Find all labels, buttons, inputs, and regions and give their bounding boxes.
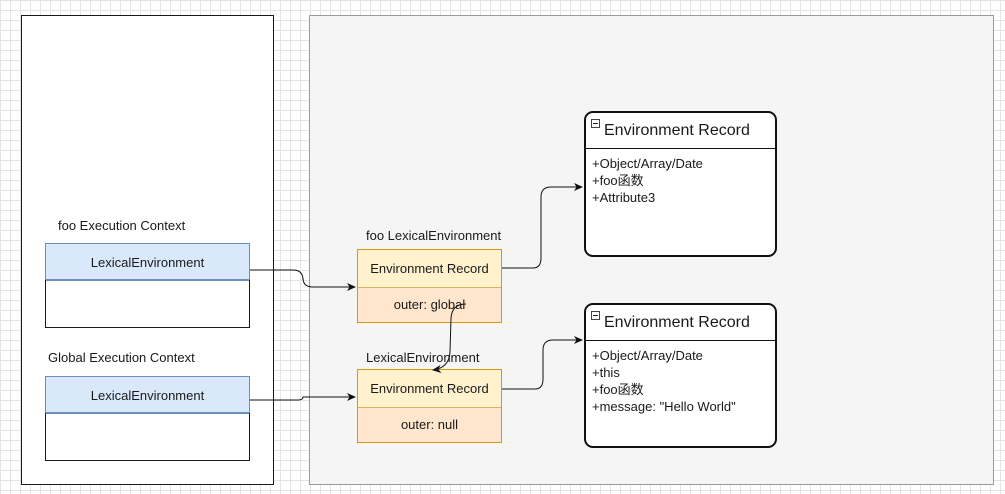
collapse-icon[interactable] xyxy=(591,119,600,128)
foo-environment-record-slot[interactable]: Environment Record xyxy=(358,250,501,288)
global-execution-context-label: Global Execution Context xyxy=(48,350,195,365)
global-context-lexical-environment-slot[interactable]: LexicalEnvironment xyxy=(46,377,249,414)
record-item[interactable]: +Attribute3 xyxy=(592,190,656,205)
foo-environment-record-items: +Object/Array/Date +foo函数 +Attribute3 xyxy=(592,155,769,206)
collapse-icon[interactable] xyxy=(591,311,600,320)
global-environment-record-items: +Object/Array/Date +this +foo函数 +message… xyxy=(592,347,769,415)
global-environment-record-class[interactable]: Environment Record +Object/Array/Date +t… xyxy=(584,303,777,448)
foo-environment-record-title: Environment Record xyxy=(604,121,750,139)
global-lexical-environment[interactable]: Environment Record outer: null xyxy=(357,369,502,443)
foo-environment-record-header: Environment Record xyxy=(586,113,775,149)
foo-environment-record-class[interactable]: Environment Record +Object/Array/Date +f… xyxy=(584,111,777,257)
foo-environment-record-label: Environment Record xyxy=(370,261,489,276)
record-item[interactable]: +foo函数 xyxy=(592,173,644,188)
global-execution-context[interactable]: LexicalEnvironment xyxy=(45,376,250,461)
global-environment-record-header: Environment Record xyxy=(586,305,775,341)
record-item[interactable]: +Object/Array/Date xyxy=(592,156,703,171)
foo-lexical-environment[interactable]: Environment Record outer: global xyxy=(357,249,502,323)
foo-outer-label: outer: global xyxy=(393,297,466,312)
global-context-lexical-environment-label: LexicalEnvironment xyxy=(90,387,205,403)
global-lexical-environment-title: LexicalEnvironment xyxy=(366,350,480,365)
global-environment-record-label: Environment Record xyxy=(370,381,489,396)
record-item[interactable]: +foo函数 xyxy=(592,382,644,397)
record-item[interactable]: +message: "Hello World" xyxy=(592,399,736,414)
global-outer-label: outer: null xyxy=(400,417,459,432)
foo-outer-slot[interactable]: outer: global xyxy=(358,287,501,322)
foo-context-lexical-environment-slot[interactable]: LexicalEnvironment xyxy=(46,244,249,281)
record-item[interactable]: +Object/Array/Date xyxy=(592,348,703,363)
foo-execution-context-label: foo Execution Context xyxy=(58,218,186,233)
global-outer-slot[interactable]: outer: null xyxy=(358,407,501,442)
foo-context-lexical-environment-label: LexicalEnvironment xyxy=(90,254,205,270)
foo-execution-context[interactable]: LexicalEnvironment xyxy=(45,243,250,328)
foo-lexical-environment-title: foo LexicalEnvironment xyxy=(366,228,502,243)
record-item[interactable]: +this xyxy=(592,365,620,380)
global-environment-record-title: Environment Record xyxy=(604,313,750,331)
global-environment-record-slot[interactable]: Environment Record xyxy=(358,370,501,408)
